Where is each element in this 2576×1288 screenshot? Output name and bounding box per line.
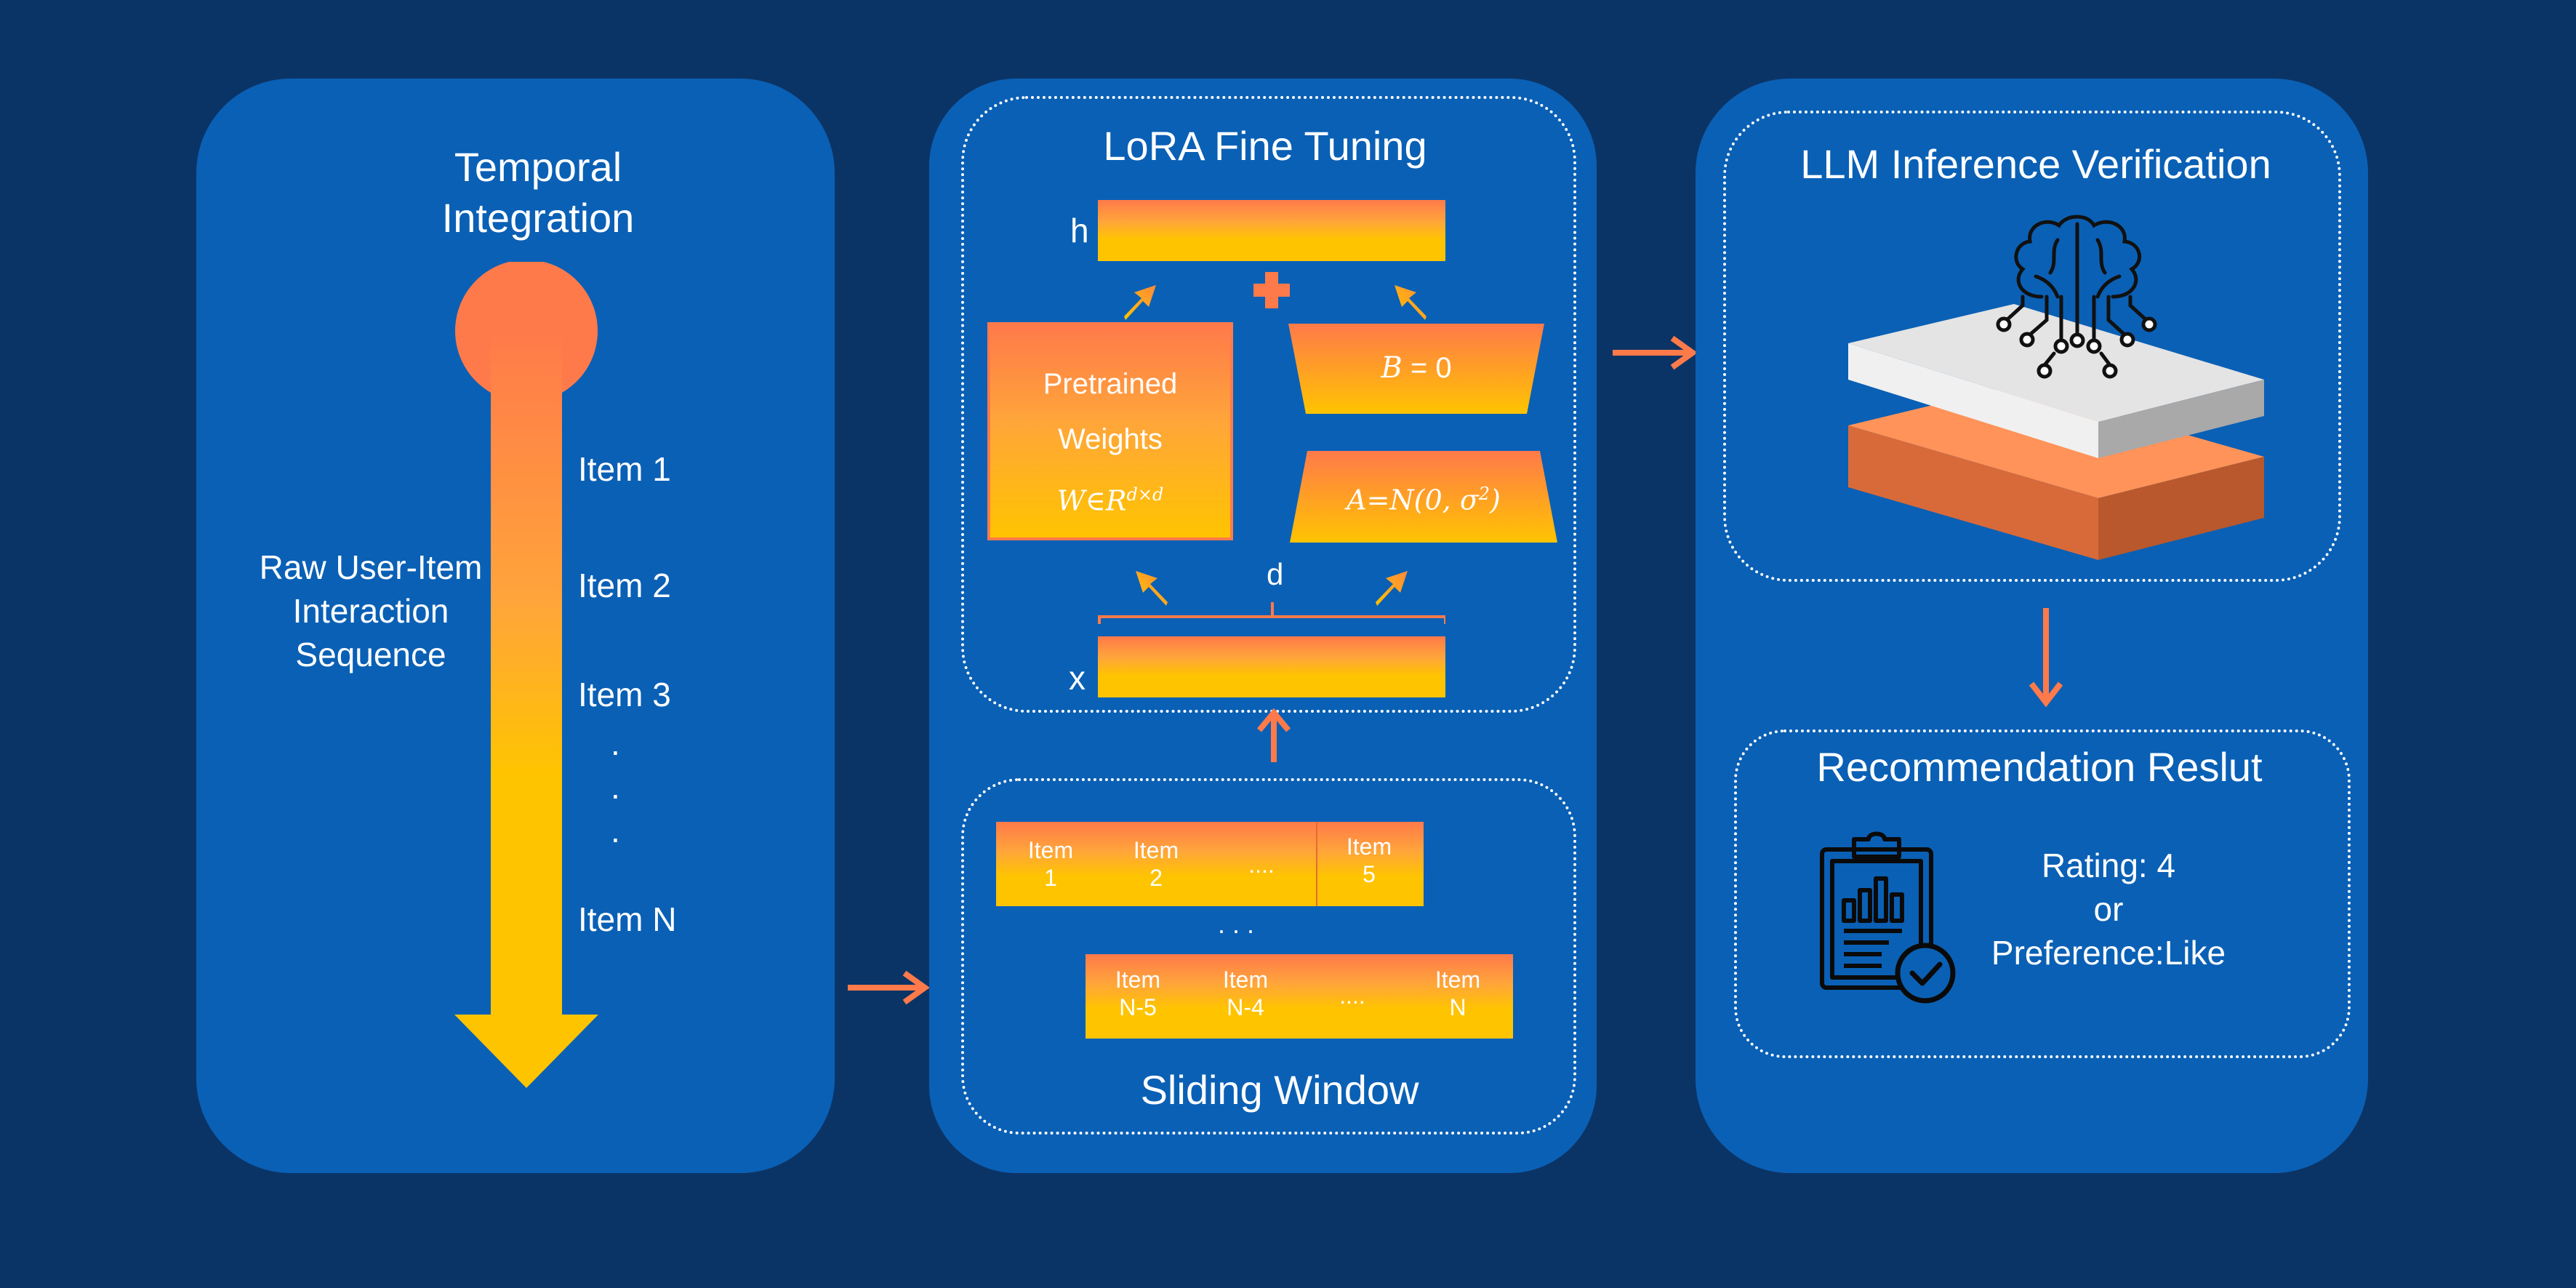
matrix-a-text: A=N(0, σ: [1347, 484, 1479, 516]
window-2-item-n-4: Item N-4: [1198, 966, 1293, 1021]
window-1-item-1-l1: Item: [1027, 837, 1074, 863]
timeline-item-3: Item 3: [578, 676, 671, 713]
window-1-item-1: Item 1: [1003, 836, 1098, 892]
matrix-b-equals: = 0: [1402, 352, 1452, 384]
pretrained-line1: Pretrained: [1043, 368, 1178, 400]
window-2-ellipsis-text: ....: [1339, 983, 1365, 1009]
window-1-item-5-l2: 5: [1363, 861, 1376, 887]
timeline-arrow: [454, 262, 598, 1088]
window-2-ellipsis: ....: [1305, 982, 1400, 1009]
llm-model-illustration: [1848, 215, 2264, 560]
weights-formula: W∈Rd×d: [987, 467, 1233, 529]
lora-lower-arrows: [1098, 571, 1445, 624]
temporal-title: Temporal Integration: [342, 142, 734, 244]
window-1-ellipsis-text: ....: [1248, 852, 1275, 878]
d-label: d: [1267, 557, 1284, 591]
window-2-item-n-4-l2: N-4: [1227, 994, 1264, 1020]
arrow-llm-to-result: [2029, 608, 2063, 708]
window-1-item-2-l1: Item: [1133, 837, 1179, 863]
arrow-sliding-to-lora: [1256, 708, 1291, 762]
window-2-item-n-l2: N: [1449, 994, 1466, 1020]
x-input-bar: [1098, 636, 1445, 697]
matrix-a-label: A=N(0, σ2): [1288, 484, 1559, 516]
matrix-b-symbol: B: [1381, 351, 1403, 385]
temporal-title-line2: Integration: [441, 195, 635, 241]
window-2-item-n-l1: Item: [1435, 967, 1481, 993]
matrix-a-sup: 2: [1478, 484, 1490, 504]
weights-formula-base: W∈R: [1056, 484, 1127, 517]
timeline-dot-3: .: [611, 812, 620, 849]
pretrained-weights-box: [987, 322, 1233, 540]
sliding-window-title: Sliding Window: [1140, 1067, 1419, 1113]
arrow-lora-to-llm: [1613, 335, 1698, 370]
sequence-label-line3: Sequence: [295, 636, 446, 673]
window-1-item-5: Item 5: [1322, 833, 1416, 888]
gray-slab: [1848, 304, 2264, 458]
window-1-item-5-l1: Item: [1346, 833, 1392, 860]
arrow-up-right-icon: [1124, 285, 1156, 320]
window-1-item-2: Item 2: [1109, 836, 1203, 892]
recommendation-result-box: [1734, 729, 2351, 1058]
timeline-dot-1: .: [611, 724, 620, 762]
window-row-2: [1086, 954, 1513, 1039]
timeline-item-1: Item 1: [578, 450, 671, 488]
timeline-item-2: Item 2: [578, 567, 671, 604]
pretrained-weights-label: Pretrained Weights W∈Rd×d: [987, 356, 1233, 529]
window-2-item-n-4-l1: Item: [1222, 967, 1269, 993]
llm-title: LLM Inference Verification: [1800, 141, 2271, 187]
timeline-arrowhead: [454, 1015, 598, 1088]
window-2-item-n-5: Item N-5: [1091, 966, 1185, 1021]
x-label: x: [1069, 659, 1086, 697]
h-output-bar: [1098, 200, 1445, 261]
lora-fine-tuning-box: [961, 96, 1576, 713]
h-label: h: [1070, 212, 1089, 249]
arrow-up-left-lower-icon: [1136, 571, 1168, 606]
weights-formula-sup: d×d: [1126, 484, 1164, 505]
sliding-window-box: [961, 778, 1576, 1135]
timeline-item-n: Item N: [578, 900, 677, 938]
window-row-1-divider: [1316, 822, 1317, 906]
result-title: Recommendation Reslut: [1816, 744, 2263, 790]
window-1-item-1-l2: 1: [1044, 865, 1057, 891]
pretrained-line2: Weights: [1058, 423, 1163, 455]
lora-upper-arrows: [1124, 272, 1427, 320]
llm-inference-box: [1723, 111, 2341, 582]
timeline-dot-2: .: [611, 768, 620, 806]
arrow-up-left-icon: [1395, 285, 1427, 320]
result-rating: Rating: 4: [2041, 847, 2176, 884]
result-or: or: [2093, 890, 2124, 928]
matrix-b-shape: [1288, 324, 1544, 414]
window-row-1: [996, 822, 1424, 906]
llm-panel: [1696, 79, 2368, 1173]
clipboard-chart-icon: [1820, 831, 1956, 1004]
brain-circuit-icon: [1996, 215, 2157, 379]
arrow-temporal-to-sliding: [848, 970, 930, 1005]
arrow-up-right-lower-icon: [1376, 571, 1408, 606]
temporal-title-line1: Temporal: [454, 144, 622, 190]
sequence-label-line2: Interaction: [292, 592, 449, 630]
window-2-item-n: Item N: [1411, 966, 1505, 1021]
window-2-item-n-5-l2: N-5: [1119, 994, 1157, 1020]
window-1-ellipsis: ....: [1214, 851, 1309, 879]
timeline-shaft: [491, 331, 562, 1015]
d-bracket: [1098, 602, 1445, 624]
sequence-label-line1: Raw User-Item: [259, 548, 483, 586]
window-2-item-n-5-l1: Item: [1115, 967, 1161, 993]
result-preference: Preference:Like: [1991, 934, 2226, 972]
result-text: Rating: 4 or Preference:Like: [1963, 844, 2254, 975]
window-1-item-2-l2: 2: [1149, 865, 1163, 891]
sequence-label: Raw User-Item Interaction Sequence: [240, 545, 502, 676]
window-between-dots: . . .: [1217, 909, 1254, 939]
plus-icon: [1253, 272, 1290, 308]
matrix-a-close: ): [1490, 484, 1501, 516]
matrix-b-label: B = 0: [1288, 351, 1544, 385]
lora-title: LoRA Fine Tuning: [1103, 123, 1427, 169]
matrix-a-shape: [1290, 451, 1557, 543]
